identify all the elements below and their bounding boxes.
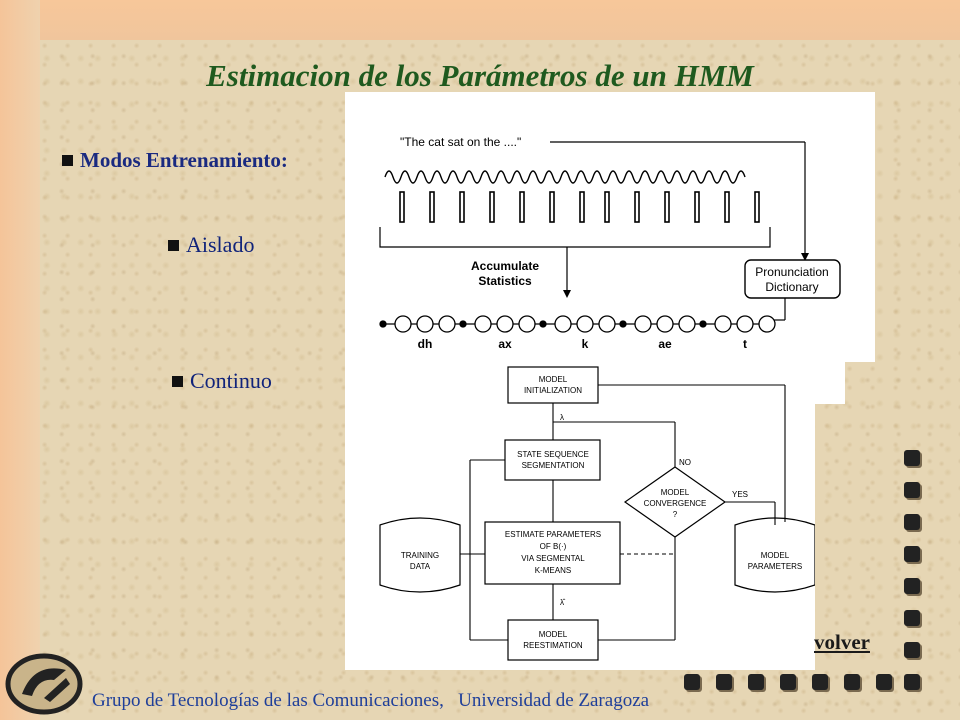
footer-text: Grupo de Tecnologías de las Comunicacion…	[92, 690, 650, 711]
square-icon	[876, 674, 892, 690]
mode-aislado: Aislado	[186, 232, 255, 257]
training-label-2: DATA	[410, 562, 431, 571]
bullet-continuo: Continuo	[172, 368, 272, 394]
training-data-cylinder	[379, 517, 461, 593]
slide-title: Estimacion de los Parámetros de un HMM	[206, 58, 754, 93]
conv-label-1: MODEL	[661, 488, 690, 497]
accumulate-label: Accumulate	[471, 259, 539, 273]
phone-k: k	[582, 337, 589, 351]
bullet-aislado: Aislado	[168, 232, 254, 258]
est-label-4: K-MEANS	[535, 566, 571, 575]
conv-label-3: ?	[673, 510, 678, 519]
bullet-square-icon	[62, 155, 73, 166]
params-label-1: MODEL	[761, 551, 790, 560]
square-icon	[904, 482, 920, 498]
reest-label-1: MODEL	[539, 630, 568, 639]
heading-text: Modos Entrenamiento:	[80, 148, 288, 172]
utterance-label: "The cat sat on the ...."	[400, 135, 521, 149]
yes-label: YES	[732, 490, 748, 499]
continuous-training-figure: "The cat sat on the ...." Accumulate Sta…	[345, 92, 875, 362]
conv-label-2: CONVERGENCE	[644, 499, 707, 508]
group-logo-icon	[5, 653, 83, 715]
model-reestimation-box	[507, 619, 599, 661]
square-icon	[844, 674, 860, 690]
est-label-1: ESTIMATE PARAMETERS	[505, 530, 601, 539]
est-label-3: VIA SEGMENTAL	[521, 554, 585, 563]
left-border	[0, 0, 40, 720]
segmental-kmeans-flowchart: MODEL INITIALIZATION STATE SEQUENCE SEGM…	[345, 362, 815, 670]
state-segmentation-box	[504, 439, 601, 481]
square-icon	[904, 642, 920, 658]
dict-label-2: Dictionary	[765, 280, 818, 294]
training-label-1: TRAINING	[401, 551, 439, 560]
phone-ae: ae	[658, 337, 672, 351]
feature-frames	[399, 191, 760, 223]
phone-dh: dh	[418, 337, 433, 351]
lambda-label: λ	[560, 413, 564, 422]
square-icon	[904, 450, 920, 466]
seg-label-2: SEGMENTATION	[522, 461, 585, 470]
est-label-2: OF B(·)	[540, 542, 567, 551]
square-icon	[780, 674, 796, 690]
square-icon	[904, 674, 920, 690]
square-icon	[684, 674, 700, 690]
init-label-2: INITIALIZATION	[524, 386, 582, 395]
no-label: NO	[679, 458, 691, 467]
speech-waveform	[384, 170, 746, 184]
square-icon	[748, 674, 764, 690]
model-initialization-box	[507, 366, 599, 404]
seg-label-1: STATE SEQUENCE	[517, 450, 589, 459]
square-icon	[904, 610, 920, 626]
hmm-state-chain	[379, 315, 776, 333]
phone-ax: ax	[498, 337, 512, 351]
square-icon	[904, 514, 920, 530]
square-icon	[904, 546, 920, 562]
lambda-hat-label: λ̂	[560, 598, 566, 607]
square-icon	[812, 674, 828, 690]
pronunciation-dictionary-box	[744, 259, 841, 299]
bullet-square-icon	[168, 239, 179, 251]
bullet-square-icon	[172, 375, 183, 387]
dict-label-1: Pronunciation	[755, 265, 828, 279]
square-icon	[904, 578, 920, 594]
params-label-2: PARAMETERS	[748, 562, 803, 571]
volver-link[interactable]: volver	[814, 630, 870, 654]
reest-label-2: REESTIMATION	[523, 641, 583, 650]
phone-t: t	[743, 337, 747, 351]
bullet-modos: Modos Entrenamiento:	[62, 148, 288, 173]
mode-continuo: Continuo	[190, 368, 272, 393]
top-border	[0, 0, 960, 40]
square-icon	[716, 674, 732, 690]
statistics-label: Statistics	[478, 274, 532, 288]
model-parameters-cylinder	[734, 517, 815, 593]
init-label-1: MODEL	[539, 375, 568, 384]
